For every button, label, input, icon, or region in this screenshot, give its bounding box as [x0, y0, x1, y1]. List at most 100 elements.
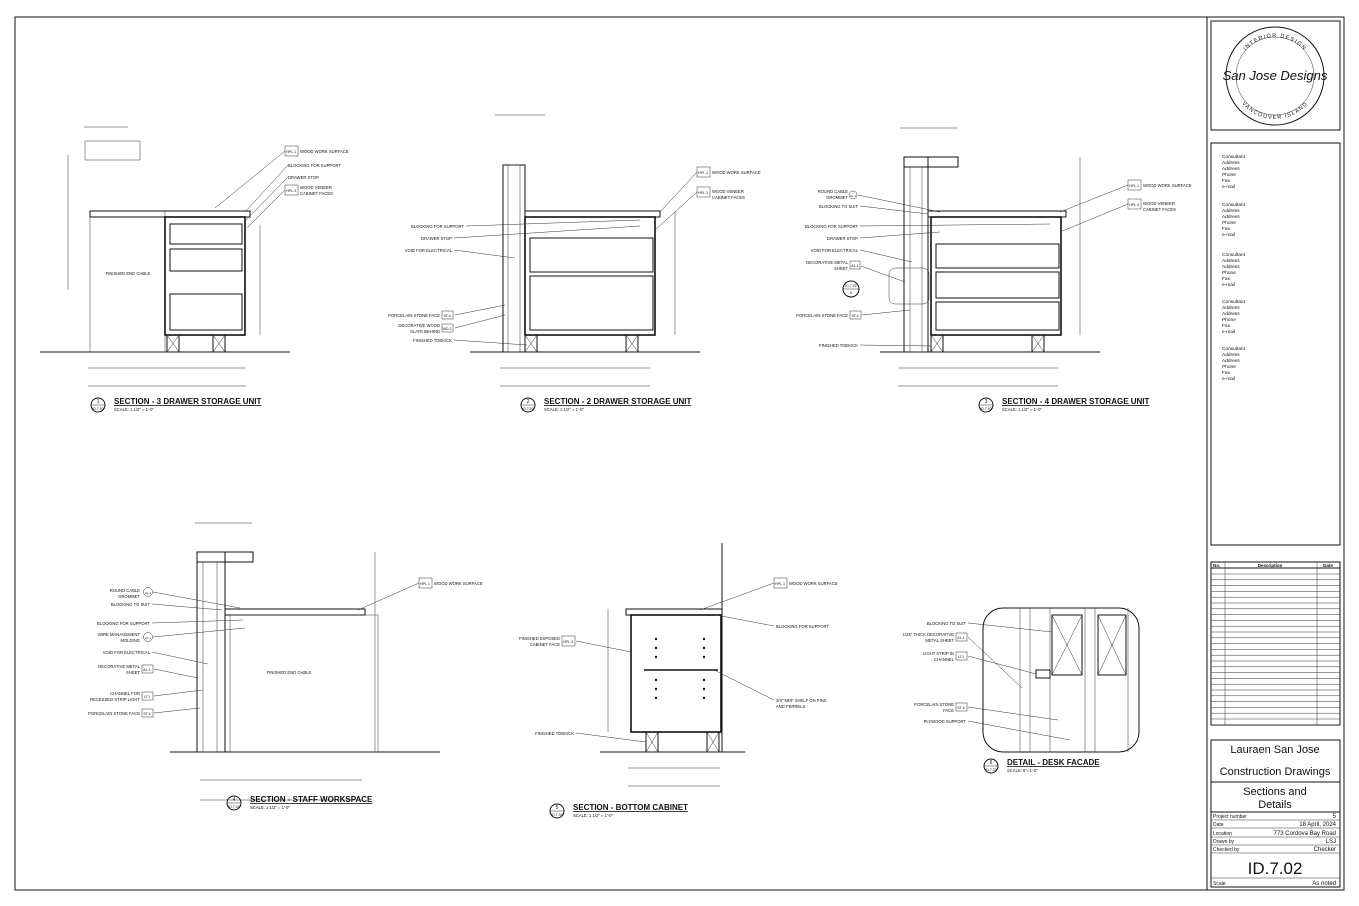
tag-al1: AL.1 — [145, 636, 152, 640]
note-drawer-stop: DRAWER STOP — [288, 175, 319, 180]
location-value: 773 Cordova Bay Road — [1274, 831, 1336, 837]
tag-al1: AL.1 — [851, 264, 858, 268]
note-grommet: GROMMET — [118, 594, 140, 599]
callout-sheet: ID.7.02 — [845, 284, 857, 288]
project-number: 5 — [1333, 814, 1337, 820]
tag-wd2: WD.2 — [443, 327, 452, 331]
consultant-title: Consultant — [1222, 154, 1246, 160]
view-sheet-ref: ID.7.02 — [985, 768, 997, 772]
note-thick-metal: 1/25" THICK DECORATIVE — [903, 632, 955, 637]
note-wood-work-surface: WOOD WORK SURFACE — [712, 170, 761, 175]
consultant-list: Consultant Address Address Phone Fax e-m… — [1222, 154, 1246, 382]
sheet-title-line2: Details — [1258, 799, 1292, 811]
sheet-border — [14, 16, 1345, 891]
note-sheet: SHEET — [126, 670, 140, 675]
view-scale: SCALE: 6"=1'-0" — [1007, 768, 1038, 773]
drawn-by-label: Drawn by — [1213, 839, 1235, 845]
view-sheet-ref: ID.7.02 — [92, 407, 104, 411]
logo-script: San Jose Designs — [1223, 68, 1328, 83]
consultant-title: Consultant — [1222, 346, 1246, 352]
tag-hpl3: HPL.3 — [563, 640, 573, 644]
tag-hpl1: HPL.1 — [698, 171, 708, 175]
sheet-number: ID.7.02 — [1248, 859, 1303, 878]
note-metal-sheet: METAL SHEET — [925, 638, 954, 643]
drawing-set-name: Construction Drawings — [1220, 766, 1331, 778]
note-blocking-to-suit: BLOCKING TO SUIT — [111, 602, 151, 607]
note-cabinet-face: CABINET FACE — [530, 642, 560, 647]
consultant-address: Address — [1222, 214, 1240, 220]
consultant-address: Address — [1222, 208, 1240, 214]
drawn-by-value: LSJ — [1326, 839, 1336, 845]
tag-al1: AL.1 — [143, 668, 150, 672]
consultant-phone: Phone — [1222, 220, 1236, 226]
note-round-cable: ROUND CABLE — [818, 189, 848, 194]
note-recessed-strip-light: RECESSED STRIP LIGHT — [90, 697, 140, 702]
section-4-drawer: ID.7.02 6 HPL.1 WOOD WORK SURFACE HPL.3 … — [796, 127, 1192, 413]
note-finished-toekick: FINISHED TOEKICK — [413, 338, 452, 343]
view-title: SECTION - 4 DRAWER STORAGE UNIT — [1002, 397, 1150, 406]
consultant-address: Address — [1222, 311, 1240, 317]
note-mdf-shelf: 3/4" MDF SHELF ON PINS — [776, 698, 827, 703]
rev-col-date: Date — [1323, 563, 1333, 568]
project-number-label: Project number — [1213, 814, 1247, 820]
note-void-for-electrical: VOID FOR ELECTRICAL — [103, 650, 151, 655]
note-slate-behind: SLATE BEHIND — [410, 329, 440, 334]
consultant-address: Address — [1222, 258, 1240, 264]
note-wood-work-surface: WOOD WORK SURFACE — [300, 149, 349, 154]
consultant-title: Consultant — [1222, 252, 1246, 258]
client-name: Lauraen San Jose — [1230, 744, 1319, 756]
note-decorative-metal: DECORATIVE METAL — [806, 260, 848, 265]
note-pins-ferrels: AND FERRELS — [776, 704, 806, 709]
location-label: Location — [1213, 831, 1232, 837]
tag-st4: ST.4 — [851, 314, 858, 318]
view-title: SECTION - 2 DRAWER STORAGE UNIT — [544, 397, 692, 406]
view-title-5: 5 ID.7.02 SECTION - BOTTOM CABINET SCALE… — [549, 803, 688, 819]
sheet-title-line1: Sections and — [1243, 786, 1307, 798]
note-decorative-wood: DECORATIVE WOOD — [398, 323, 440, 328]
consultant-address: Address — [1222, 166, 1240, 172]
tag-st4: ST.4 — [957, 706, 964, 710]
tag-hpl1: HPL.1 — [775, 582, 785, 586]
tag-al1: AL.1 — [145, 591, 152, 595]
tag-hpl1: HPL.1 — [286, 150, 296, 154]
note-blocking-for-support: BLOCKING FOR SUPPORT — [97, 621, 150, 626]
tag-al1: AL.1 — [850, 194, 857, 198]
note-wood-veneer: WOOD VENEER — [300, 185, 332, 190]
view-sheet-ref: ID.7.02 — [522, 407, 534, 411]
section-2-drawer: HPL.1 WOOD WORK SURFACE HPL.3 WOOD VENEE… — [388, 114, 761, 413]
rev-col-no: No. — [1213, 563, 1220, 568]
title-block: INTERIOR DESIGN VANCOUVER ISLAND San Jos… — [1210, 20, 1341, 888]
date-label: Date — [1213, 822, 1224, 828]
note-porcelain-stone-face: PORCELAIN STONE FACE — [796, 313, 848, 318]
note-sheet: SHEET — [834, 266, 848, 271]
note-cabinet-faces: CABINET FACES — [300, 191, 333, 196]
view-title: DETAIL - DESK FACADE — [1007, 758, 1100, 767]
consultant-email: e-mail — [1222, 282, 1235, 288]
note-void-for-electrical: VOID FOR ELECTRICAL — [811, 248, 859, 253]
consultant-entry: Consultant Address Address Phone Fax e-m… — [1222, 252, 1246, 288]
view-title-3: 3 ID.7.02 SECTION - 4 DRAWER STORAGE UNI… — [978, 397, 1150, 413]
note-face: FACE — [943, 708, 954, 713]
note-wood-veneer: WOOD VENEER — [712, 189, 744, 194]
note-round-cable: ROUND CABLE — [110, 588, 140, 593]
tag-hpl3: HPL.3 — [1129, 203, 1139, 207]
tag-al1: AL.1 — [957, 636, 964, 640]
note-molding: MOLDING — [120, 638, 140, 643]
note-channel-for: CHANNEL FOR — [110, 691, 140, 696]
view-sheet-ref: ID.7.02 — [551, 813, 563, 817]
note-plywood-support: PLYWOOD SUPPORT — [924, 719, 967, 724]
section-3-drawer: FINISHED END GABLE HPL.1 WOOD WORK SURFA… — [40, 126, 349, 413]
tag-lt1: LT.1 — [958, 655, 965, 659]
note-blocking-to-suit: BLOCKING TO SUIT — [819, 204, 859, 209]
date-value: 18 April, 2024 — [1299, 822, 1336, 828]
note-finished-end-gable: FINISHED END GABLE — [106, 271, 151, 276]
view-number: 2 — [527, 399, 530, 405]
checked-by-value: Checker — [1314, 847, 1336, 853]
scale-label: Scale — [1213, 881, 1226, 887]
tag-hpl3: HPL.3 — [698, 191, 708, 195]
consultant-fax: Fax — [1222, 226, 1231, 232]
view-number: 1 — [97, 399, 100, 405]
section-bottom-cabinet: HPL.1 WOOD WORK SURFACE BLOCKING FOR SUP… — [519, 543, 838, 819]
view-scale: SCALE: 1 1/2" = 1'-0" — [114, 407, 154, 412]
